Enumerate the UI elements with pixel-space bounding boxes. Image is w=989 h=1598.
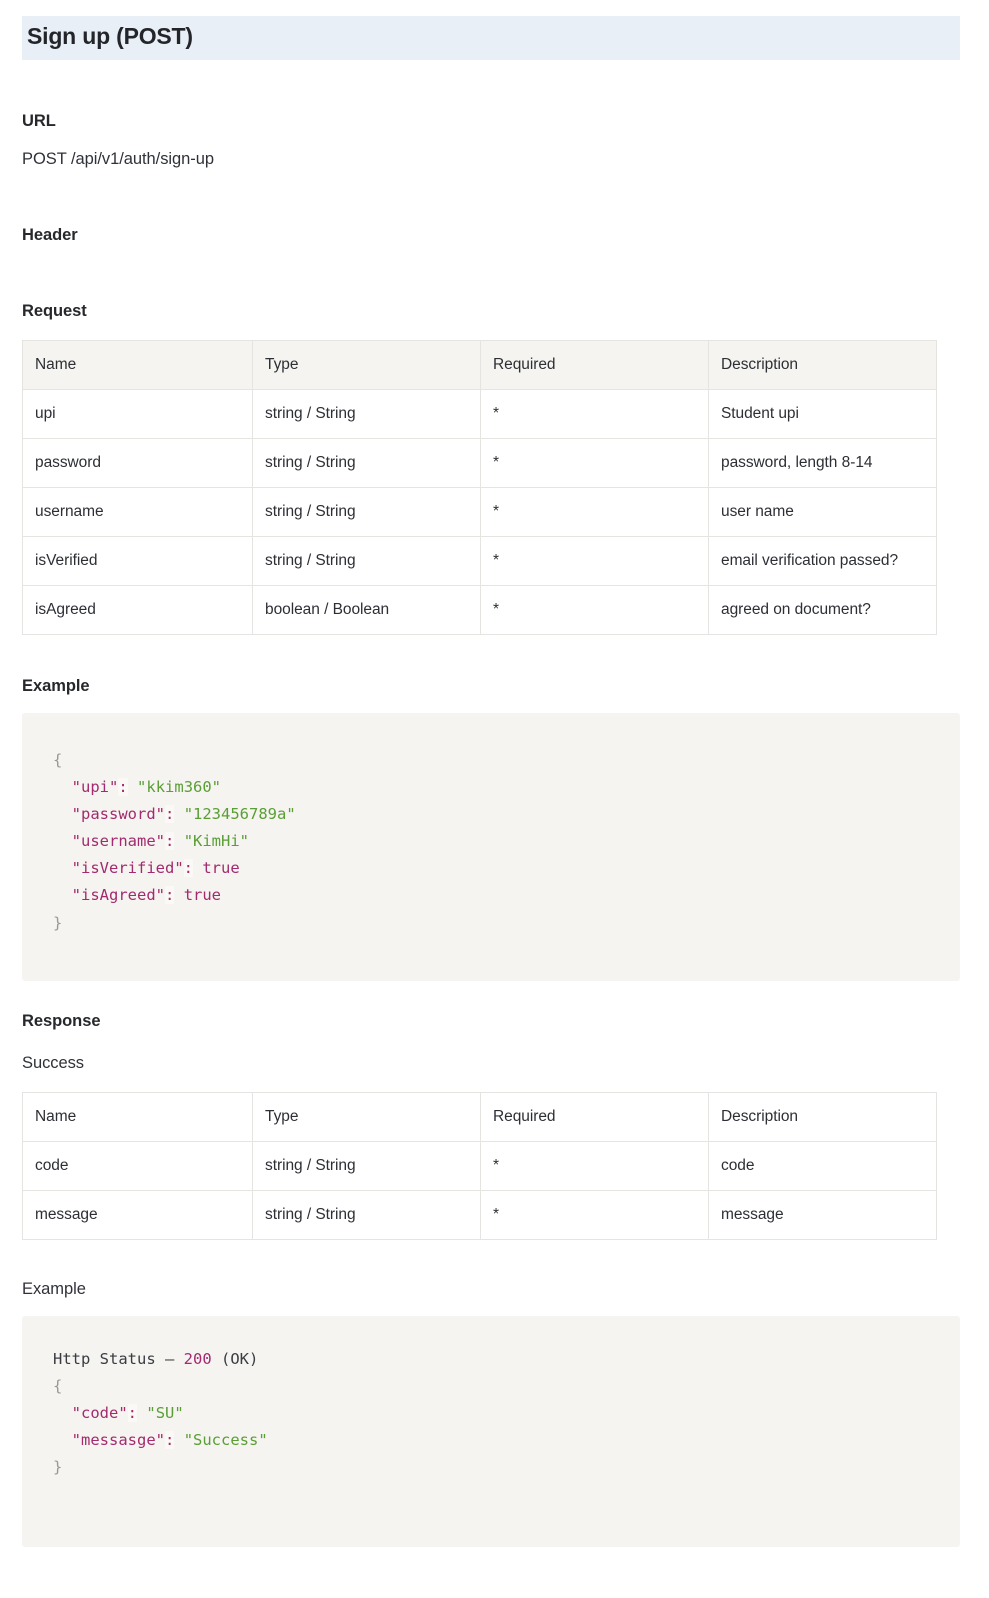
- cell-required: *: [480, 535, 709, 586]
- code-close-brace: }: [53, 913, 63, 932]
- code-colon: :: [127, 1403, 138, 1422]
- code-colon: :: [165, 832, 175, 851]
- cell-required: *: [480, 486, 709, 537]
- code-colon: :: [118, 777, 128, 796]
- cell-description: password, length 8-14: [708, 437, 937, 488]
- example-heading-request: Example: [22, 676, 90, 695]
- code-colon: :: [165, 886, 175, 905]
- code-value: "SU": [146, 1403, 184, 1422]
- column-header-required: Required: [480, 1091, 709, 1142]
- column-header-type: Type: [252, 339, 481, 390]
- code-value: "kkim360": [137, 777, 222, 796]
- code-value: true: [202, 859, 240, 878]
- cell-description: Student upi: [708, 388, 937, 439]
- table-row: username string / String * user name: [22, 486, 937, 537]
- code-key: "messasge": [71, 1431, 165, 1449]
- table-row: password string / String * password, len…: [22, 437, 937, 488]
- code-status-code: 200: [183, 1349, 212, 1368]
- request-example-code-block: { "upi": "kkim360" "password": "12345678…: [22, 712, 960, 981]
- cell-name: isVerified: [22, 535, 253, 586]
- example-heading-response: Example: [22, 1279, 86, 1298]
- cell-description: agreed on document?: [708, 584, 937, 635]
- request-heading: Request: [22, 301, 87, 320]
- code-colon: :: [165, 1431, 175, 1449]
- cell-description: user name: [708, 486, 937, 537]
- success-heading: Success: [22, 1053, 85, 1072]
- response-example-code-block: Http Status – 200 (OK) { "code": "SU" "m…: [22, 1315, 960, 1548]
- code-value: true: [183, 886, 222, 905]
- code-key: "code": [71, 1403, 128, 1422]
- code-key: "username": [71, 832, 165, 851]
- table-row: upi string / String * Student upi: [22, 388, 937, 439]
- code-key: "isAgreed": [71, 886, 165, 905]
- column-header-description: Description: [708, 1091, 937, 1142]
- code-colon: :: [183, 859, 193, 878]
- code-colon: :: [165, 805, 175, 823]
- cell-name: isAgreed: [22, 584, 253, 635]
- column-header-description: Description: [708, 339, 937, 390]
- cell-name: username: [22, 486, 253, 537]
- cell-description: code: [708, 1140, 937, 1191]
- cell-type: string / String: [252, 535, 481, 586]
- cell-type: string / String: [252, 1189, 481, 1240]
- code-key: "upi": [71, 777, 119, 796]
- code-value: "Success": [183, 1431, 268, 1449]
- cell-type: string / String: [252, 437, 481, 488]
- request-table: Name Type Required Description upi strin…: [22, 339, 937, 635]
- header-heading: Header: [22, 225, 78, 244]
- cell-type: boolean / Boolean: [252, 584, 481, 635]
- cell-required: *: [480, 584, 709, 635]
- page-title-banner: Sign up (POST): [22, 16, 960, 60]
- cell-type: string / String: [252, 388, 481, 439]
- cell-required: *: [480, 1140, 709, 1191]
- code-value: "KimHi": [183, 832, 250, 851]
- page-title: Sign up (POST): [27, 23, 193, 49]
- column-header-type: Type: [252, 1091, 481, 1142]
- table-row: isVerified string / String * email verif…: [22, 535, 937, 586]
- table-row: code string / String * code: [22, 1140, 937, 1191]
- api-doc-page: Sign up (POST) URL POST /api/v1/auth/sig…: [0, 16, 989, 1548]
- cell-name: code: [22, 1140, 253, 1191]
- code-status-suffix: (OK): [211, 1349, 259, 1368]
- cell-required: *: [480, 437, 709, 488]
- code-open-brace: {: [53, 1376, 63, 1395]
- cell-name: message: [22, 1189, 253, 1240]
- table-row: message string / String * message: [22, 1189, 937, 1240]
- cell-required: *: [480, 1189, 709, 1240]
- cell-description: email verification passed?: [708, 535, 937, 586]
- cell-name: upi: [22, 388, 253, 439]
- code-close-brace: }: [53, 1458, 63, 1477]
- column-header-name: Name: [22, 1091, 253, 1142]
- table-header-row: Name Type Required Description: [22, 339, 937, 390]
- cell-description: message: [708, 1189, 937, 1240]
- cell-type: string / String: [252, 1140, 481, 1191]
- response-heading: Response: [22, 1011, 101, 1030]
- cell-required: *: [480, 388, 709, 439]
- table-row: isAgreed boolean / Boolean * agreed on d…: [22, 584, 937, 635]
- url-value: POST /api/v1/auth/sign-up: [22, 149, 214, 168]
- code-key: "password": [71, 805, 165, 823]
- code-open-brace: {: [53, 750, 63, 769]
- code-value: "123456789a": [183, 805, 296, 823]
- column-header-name: Name: [22, 339, 253, 390]
- column-header-required: Required: [480, 339, 709, 390]
- cell-type: string / String: [252, 486, 481, 537]
- url-heading: URL: [22, 111, 56, 130]
- code-status-prefix: Http Status –: [53, 1349, 184, 1368]
- table-header-row: Name Type Required Description: [22, 1091, 937, 1142]
- code-key: "isVerified": [71, 859, 184, 878]
- response-table: Name Type Required Description code stri…: [22, 1091, 937, 1240]
- response-example-code: Http Status – 200 (OK) { "code": "SU" "m…: [22, 1346, 960, 1482]
- cell-name: password: [22, 437, 253, 488]
- request-example-code: { "upi": "kkim360" "password": "12345678…: [22, 747, 960, 937]
